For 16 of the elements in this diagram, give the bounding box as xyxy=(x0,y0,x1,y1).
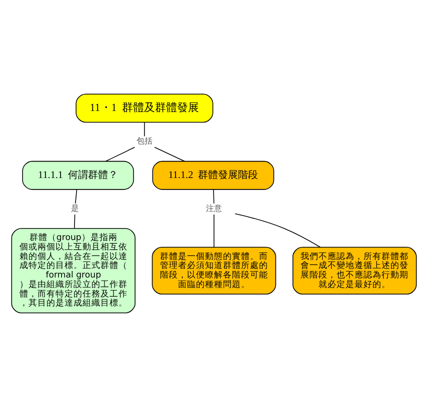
node-box: 11.1.2 群體發展階段 xyxy=(152,160,274,190)
node-text: 是 xyxy=(70,204,79,213)
node-box: 11.1.1 何謂群體？ xyxy=(22,160,134,190)
connector xyxy=(234,213,321,248)
node-box: 11・1 群體及群體發展 xyxy=(76,94,214,123)
connector xyxy=(74,214,76,229)
node-text: 包括 xyxy=(136,136,152,146)
node-text: 注意 xyxy=(206,204,222,213)
node-box: 群體（group）是指兩個或兩個以上互動且相互依賴的個人，結合在一起以達成特定的目標。正式群體（formal group）是由組織所設立的工作群體，而有特定的任務及工作，其目的是達成組織目標。 xyxy=(11,228,136,314)
connector xyxy=(105,146,136,162)
connector xyxy=(75,189,78,204)
connector xyxy=(144,122,145,137)
node-box: 我們不應認為，所有群體都會一成不變地遵循上述的發展階段，也不應認為行動期就必定是最好的。 xyxy=(292,246,417,295)
connector xyxy=(154,146,185,162)
connector xyxy=(213,189,214,204)
node-box: 群體是一個動態的實體。而管理者必須知道群體所處的階段，以便瞭解各階段可能面臨的種種問題。 xyxy=(152,246,276,295)
